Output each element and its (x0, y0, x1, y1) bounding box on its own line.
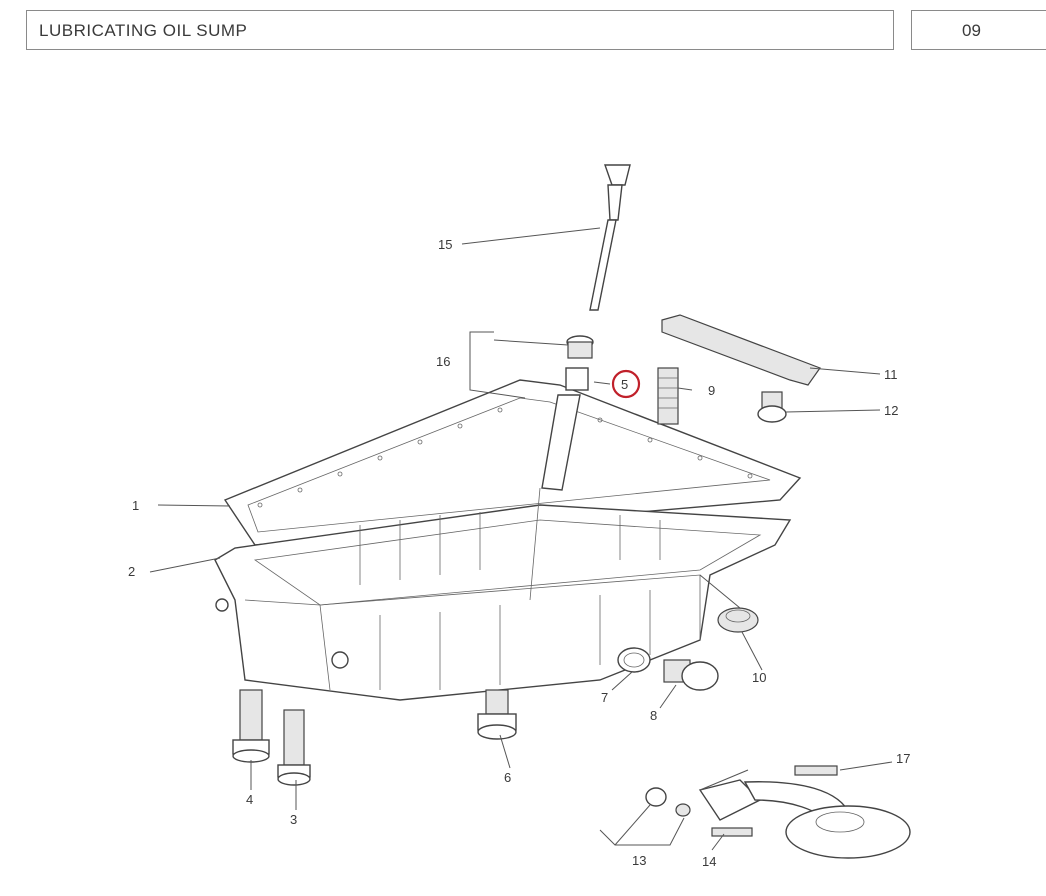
bolt-6 (477, 689, 517, 740)
callout-17[interactable]: 17 (896, 751, 910, 766)
highlight-circle (611, 369, 641, 399)
dipstick (589, 164, 631, 311)
callout-13[interactable]: 13 (632, 853, 646, 868)
bracket (661, 314, 821, 386)
bolt-3 (277, 709, 311, 786)
callout-12[interactable]: 12 (884, 403, 898, 418)
callout-5[interactable]: 5 (621, 377, 628, 392)
gasket (223, 379, 802, 546)
page-number: 09 (962, 21, 981, 40)
callout-3[interactable]: 3 (290, 812, 297, 827)
callout-10[interactable]: 10 (752, 670, 766, 685)
bolt-4 (232, 689, 270, 763)
page-title: LUBRICATING OIL SUMP (39, 21, 248, 40)
washer-7-hole (623, 652, 645, 668)
header-title-box: LUBRICATING OIL SUMP (26, 10, 894, 50)
washer-7 (617, 647, 651, 673)
callout-8[interactable]: 8 (650, 708, 657, 723)
callout-11[interactable]: 11 (884, 367, 898, 382)
stud (657, 367, 679, 425)
callout-14[interactable]: 14 (702, 854, 716, 869)
guide-tube (529, 335, 594, 601)
callout-4[interactable]: 4 (246, 792, 253, 807)
suction-pipe (645, 765, 911, 859)
callout-7[interactable]: 7 (601, 690, 608, 705)
callout-1[interactable]: 1 (132, 498, 139, 513)
header-page-box: 09 (911, 10, 1046, 50)
callout-6[interactable]: 6 (504, 770, 511, 785)
callout-labels: 1 2 3 4 5 6 7 8 9 10 11 12 13 14 15 16 1… (128, 237, 910, 869)
callout-9[interactable]: 9 (708, 383, 715, 398)
seal-ring (717, 607, 759, 633)
callout-16[interactable]: 16 (436, 354, 450, 369)
callout-2[interactable]: 2 (128, 564, 135, 579)
drain-plug (663, 659, 719, 691)
leader-lines (149, 227, 893, 851)
oil-sump-body (214, 504, 792, 701)
screw-12 (757, 391, 787, 423)
callout-15[interactable]: 15 (438, 237, 452, 252)
